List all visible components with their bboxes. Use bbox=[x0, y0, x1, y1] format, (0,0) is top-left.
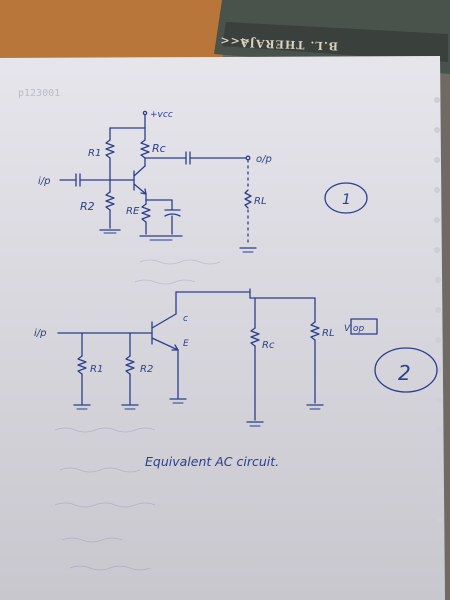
eq-rc-label: Rc bbox=[262, 340, 275, 351]
binder-holes bbox=[434, 97, 443, 523]
eq-rc-resistor bbox=[250, 327, 260, 347]
input-label: i/p bbox=[38, 176, 51, 187]
wooden-table bbox=[0, 0, 240, 60]
vcc-label: +vcc bbox=[150, 110, 173, 120]
r1-resistor bbox=[105, 139, 115, 159]
eq-r2-resistor bbox=[125, 355, 135, 375]
re-label: RE bbox=[126, 206, 140, 217]
emitter-label: E bbox=[183, 339, 189, 349]
r2-resistor bbox=[105, 191, 115, 211]
eq-input-label: i/p bbox=[34, 328, 47, 339]
r1-label: R1 bbox=[88, 148, 101, 159]
rl-label: RL bbox=[254, 196, 267, 207]
rl-resistor bbox=[244, 189, 252, 209]
output-label: o/p bbox=[256, 154, 272, 165]
equivalent-ac-circuit: i/p c E R1 R2 Rc bbox=[34, 288, 438, 427]
book-author-title: B.L. THERAJA bbox=[239, 36, 338, 52]
eq-rl-resistor bbox=[310, 321, 320, 341]
eq-r1-resistor bbox=[77, 355, 87, 375]
circle-number-one bbox=[324, 182, 368, 214]
vop-label: V op bbox=[344, 324, 365, 334]
circle-number-one-text: 1 bbox=[342, 192, 351, 208]
eq-r1-label: R1 bbox=[90, 364, 103, 375]
rc-resistor bbox=[140, 139, 150, 159]
collector-label: c bbox=[183, 314, 188, 324]
circle-number-two-text: 2 bbox=[398, 361, 411, 385]
eq-r2-label: R2 bbox=[140, 364, 153, 375]
book: <<< B.L. THERAJA bbox=[214, 0, 450, 74]
circle-number-two bbox=[374, 347, 438, 393]
vop-box bbox=[350, 318, 378, 335]
caption: Equivalent AC circuit. bbox=[145, 454, 279, 469]
amplifier-circuit: +vcc R1 Rc o/p i/p R2 bbox=[38, 110, 368, 253]
faint-page-code: p123001 bbox=[18, 88, 60, 99]
re-resistor bbox=[141, 203, 151, 223]
eq-rl-label: RL bbox=[322, 328, 335, 339]
rc-label: Rc bbox=[152, 142, 166, 155]
book-brand-mark: <<< bbox=[219, 34, 250, 48]
r2-label: R2 bbox=[80, 200, 95, 213]
